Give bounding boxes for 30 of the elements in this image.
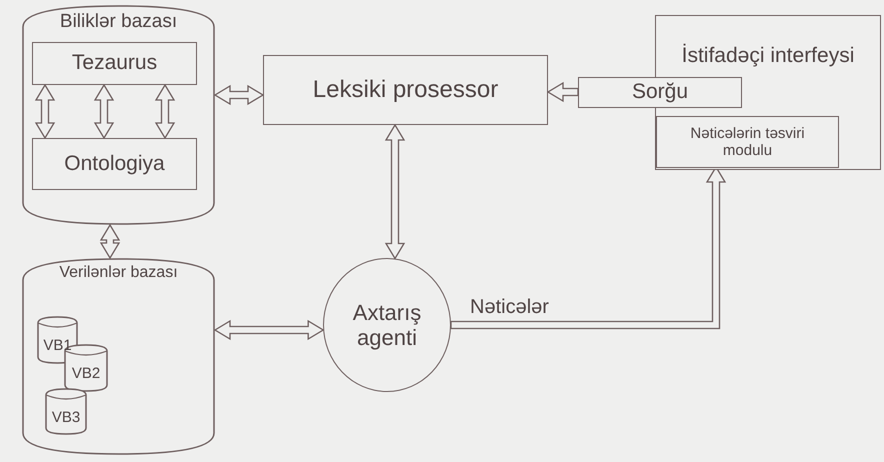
database-cylinder — [22, 258, 215, 455]
node-label: Nəticələrin təsviri modulu — [689, 124, 806, 160]
process-box — [32, 138, 197, 190]
process-box — [263, 55, 548, 125]
hollow-arrow — [94, 84, 114, 140]
hollow-arrow — [34, 84, 56, 140]
node-label: VB3 — [50, 408, 82, 426]
process-box — [32, 42, 197, 85]
hollow-arrow — [100, 224, 120, 260]
node-label: Sorğu — [630, 80, 690, 105]
hollow-arrow — [384, 124, 406, 260]
node-label: Biliklər bazası — [58, 11, 178, 33]
node-label: Leksiki prosessor — [312, 76, 500, 104]
node-label: Verilənlər bazası — [58, 264, 179, 282]
node-label: Axtarış agenti — [352, 300, 422, 350]
node-label: VB2 — [70, 365, 102, 383]
hollow-arrow — [546, 82, 579, 102]
process-box — [656, 116, 839, 168]
edge-label: Nəticələr — [470, 296, 549, 319]
hollow-arrow — [214, 84, 264, 106]
knowledge-base-cylinder — [22, 5, 215, 225]
process-box — [578, 77, 742, 108]
hollow-arrow — [214, 320, 324, 340]
node-label: VB1 — [42, 337, 73, 355]
database-cylinder — [37, 316, 78, 364]
node-label: Ontologiya — [63, 152, 166, 176]
database-cylinder — [45, 388, 87, 435]
node-label: Tezaurus — [70, 51, 158, 76]
hollow-arrow — [154, 84, 176, 140]
node-label: İstifadəçi interfeysi — [680, 44, 856, 68]
